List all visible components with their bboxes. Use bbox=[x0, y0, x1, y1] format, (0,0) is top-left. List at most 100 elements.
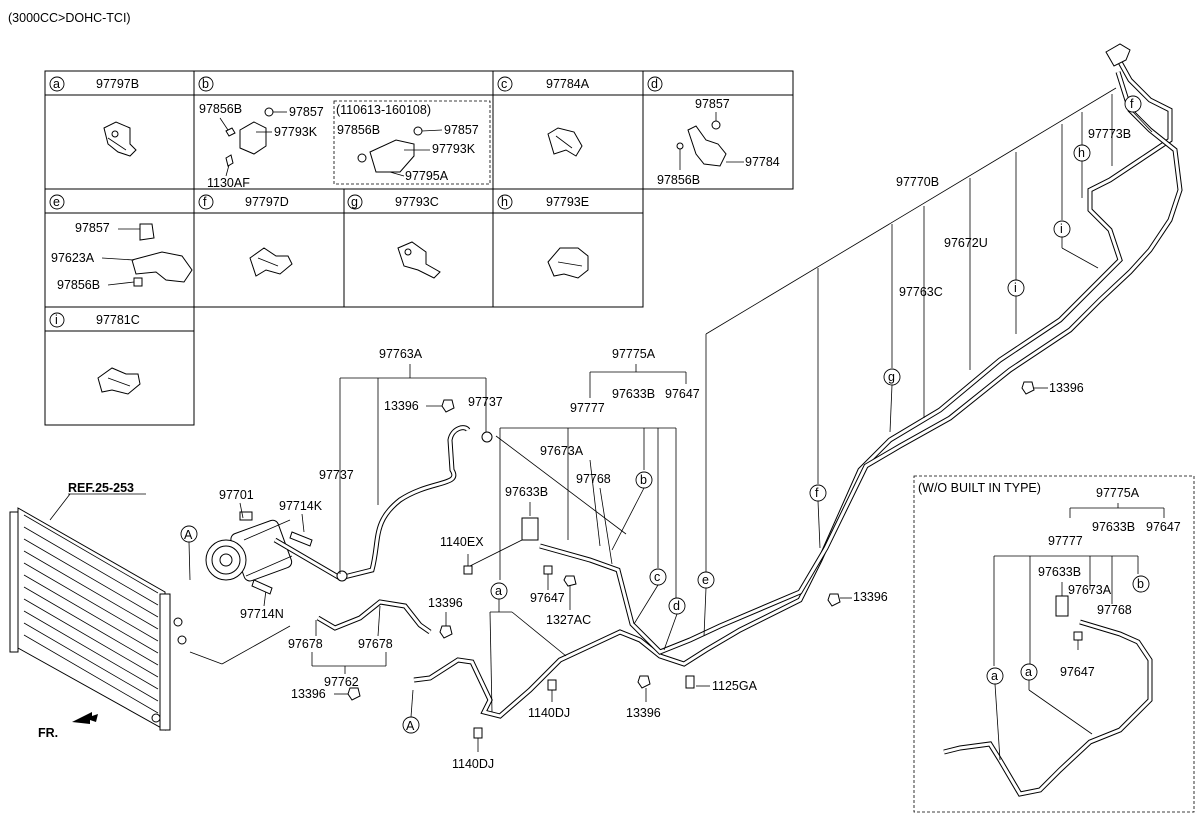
part-13396-r1: 13396 bbox=[1049, 381, 1084, 395]
part-97673a: 97673A bbox=[540, 444, 584, 458]
callout-e-main: e bbox=[697, 571, 715, 637]
callout-i-main-2: i bbox=[1053, 220, 1099, 269]
legend-e-97623a: 97623A bbox=[51, 251, 95, 265]
pipe-suction-line bbox=[539, 71, 1183, 655]
svg-text:h: h bbox=[1078, 146, 1085, 160]
svg-text:d: d bbox=[673, 599, 680, 613]
legend-letter-d: d bbox=[647, 76, 663, 92]
svg-text:f: f bbox=[203, 195, 207, 209]
svg-text:f: f bbox=[815, 486, 819, 500]
wo-box-title: (W/O BUILT IN TYPE) bbox=[918, 481, 1041, 495]
part-97714n: 97714N bbox=[240, 607, 284, 621]
svg-text:d: d bbox=[651, 77, 658, 91]
wo-part-97633b: 97633B bbox=[1038, 565, 1081, 579]
legend-b-date-range: (110613-160108) bbox=[336, 103, 431, 117]
part-97701: 97701 bbox=[219, 488, 254, 502]
legend-letter-e: e bbox=[49, 194, 65, 210]
wo-built-in-box: (W/O BUILT IN TYPE) 97775A 97633B 97647 … bbox=[913, 475, 1195, 813]
legend-d-97784: 97784 bbox=[745, 155, 780, 169]
part-97647: 97647 bbox=[530, 591, 565, 605]
svg-text:h: h bbox=[501, 195, 508, 209]
bracket-97784-drawing bbox=[676, 112, 744, 170]
part-97768: 97768 bbox=[576, 472, 611, 486]
bolt-1125ga bbox=[685, 675, 695, 689]
bolt-97714n bbox=[251, 579, 273, 595]
part-97633b-top: 97633B bbox=[612, 387, 655, 401]
callout-d-main: d bbox=[663, 597, 686, 651]
clip-97797d-drawing bbox=[249, 247, 293, 277]
legend-b-sub-97793k: 97793K bbox=[432, 142, 476, 156]
clip-97781c-drawing bbox=[97, 367, 141, 395]
nut-13396-top bbox=[441, 399, 455, 413]
nut-13396-low bbox=[347, 687, 361, 701]
svg-text:g: g bbox=[888, 370, 895, 384]
bolt-97647 bbox=[543, 565, 553, 575]
oring-97737-top bbox=[481, 431, 493, 443]
legend-b-97793k: 97793K bbox=[274, 125, 318, 139]
wo-part-97775a: 97775A bbox=[1096, 486, 1140, 500]
oring-97737-left bbox=[336, 570, 348, 582]
legend-h-part: 97793E bbox=[546, 195, 589, 209]
bolt-1140dj-a bbox=[547, 679, 557, 691]
legend-e-97857: 97857 bbox=[75, 221, 110, 235]
bracket-97795a-drawing bbox=[357, 126, 443, 177]
legend-b-sub-97795a: 97795A bbox=[405, 169, 449, 183]
nut-13396-c bbox=[637, 675, 651, 689]
part-13396-mid: 13396 bbox=[428, 596, 463, 610]
clip-97793e-drawing bbox=[547, 247, 589, 279]
svg-text:b: b bbox=[640, 473, 647, 487]
bolt-1140dj-b bbox=[473, 727, 483, 739]
wo-part-97647: 97647 bbox=[1060, 665, 1095, 679]
legend-i-part: 97781C bbox=[96, 313, 140, 327]
bolt-97714k bbox=[289, 531, 313, 547]
svg-text:A: A bbox=[184, 528, 193, 542]
legend-a-part: 97797B bbox=[96, 77, 139, 91]
part-97770b: 97770B bbox=[896, 175, 939, 189]
nut-13396-r1 bbox=[1021, 381, 1035, 395]
legend-e-97856b: 97856B bbox=[57, 278, 100, 292]
svg-text:a: a bbox=[53, 77, 60, 91]
wo-callout-a-1: a bbox=[991, 669, 998, 683]
hose-97762 bbox=[316, 599, 432, 635]
svg-text:f: f bbox=[1130, 97, 1134, 111]
legend-letter-a: a bbox=[49, 76, 65, 92]
part-1140ex: 1140EX bbox=[440, 535, 484, 549]
svg-text:e: e bbox=[53, 195, 60, 209]
svg-text:i: i bbox=[1060, 222, 1063, 236]
part-97633b: 97633B bbox=[505, 485, 548, 499]
wo-part-97633b-top: 97633B bbox=[1092, 520, 1135, 534]
wo-callout-b: b bbox=[1137, 577, 1144, 591]
part-97773b: 97773B bbox=[1088, 127, 1131, 141]
condenser-drawing bbox=[9, 507, 187, 731]
callout-h-main: h bbox=[1073, 144, 1091, 198]
legend-letter-f: f bbox=[198, 194, 214, 210]
callout-b-main: b bbox=[611, 471, 653, 551]
bolt-1140ex bbox=[463, 565, 473, 575]
block-97633b bbox=[521, 517, 539, 541]
front-label: FR. bbox=[38, 726, 58, 740]
callout-i-main-1: i bbox=[1007, 279, 1025, 334]
part-13396-c: 13396 bbox=[626, 706, 661, 720]
legend-letter-c: c bbox=[497, 76, 513, 92]
bracket-97623a-drawing bbox=[101, 223, 193, 287]
svg-text:c: c bbox=[501, 77, 507, 91]
part-1327ac: 1327AC bbox=[546, 613, 591, 627]
part-13396-top: 13396 bbox=[384, 399, 419, 413]
svg-text:e: e bbox=[702, 573, 709, 587]
legend-b-sub-97857: 97857 bbox=[444, 123, 479, 137]
callout-f-main: f bbox=[809, 484, 827, 549]
wo-part-97768: 97768 bbox=[1097, 603, 1132, 617]
svg-text:i: i bbox=[55, 313, 58, 327]
legend-letter-i: i bbox=[49, 312, 65, 328]
legend-b-subbox bbox=[333, 100, 491, 185]
part-97647-top: 97647 bbox=[665, 387, 700, 401]
callout-g-main: g bbox=[883, 368, 901, 433]
svg-text:b: b bbox=[202, 77, 209, 91]
svg-text:A: A bbox=[406, 719, 415, 733]
nut-13396-mid bbox=[439, 625, 453, 639]
part-1125ga: 1125GA bbox=[712, 679, 758, 693]
front-arrow-icon bbox=[72, 712, 98, 724]
compressor-drawing bbox=[205, 511, 293, 582]
part-1140dj-b: 1140DJ bbox=[452, 757, 494, 771]
